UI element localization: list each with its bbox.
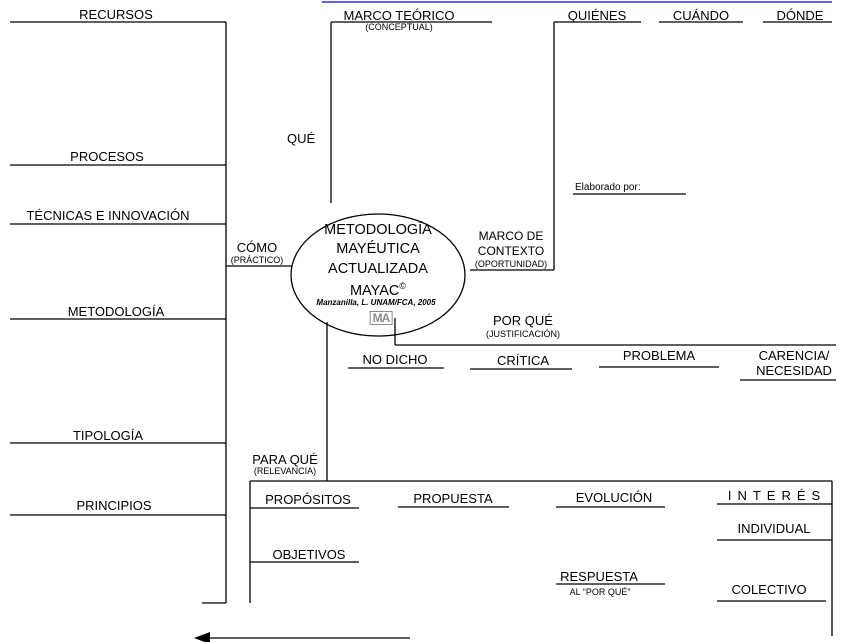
label-problema: PROBLEMA — [622, 348, 696, 363]
copyright-mark: © — [399, 281, 407, 291]
label-evolucion: EVOLUCIÓN — [575, 490, 653, 505]
center-mayac: MAYAC — [349, 282, 400, 299]
center-author: Manzanilla, L. UNAM/FCA, 2005 — [316, 298, 436, 307]
label-marco-teorico-sub: (CONCEPTUAL) — [365, 22, 433, 32]
label-tecnicas: TÉCNICAS E INNOVACIÓN — [26, 208, 190, 223]
label-propuesta: PROPUESTA — [413, 491, 493, 506]
label-porque: POR QUÉ — [493, 313, 553, 328]
label-recursos: RECURSOS — [79, 7, 153, 22]
bottom-arrow-head — [194, 632, 210, 642]
label-paraque: PARA QUÉ — [252, 452, 318, 467]
label-carencia-2: NECESIDAD — [756, 363, 832, 378]
center-ellipse — [290, 213, 466, 337]
label-respuesta-sub: AL “POR QUÉ” — [569, 587, 631, 597]
label-critica: CRÍTICA — [497, 353, 549, 368]
label-metodologia: METODOLOGÍA — [67, 304, 165, 319]
label-interes: INTERÉS — [727, 488, 827, 503]
label-respuesta: RESPUESTA — [560, 569, 638, 584]
label-porque-sub: (JUSTIFICACIÓN) — [486, 329, 560, 339]
label-marco-teorico: MARCO TEÓRICO — [343, 8, 455, 23]
label-marco-contexto-1: MARCO DE — [478, 229, 544, 243]
label-como: CÓMO — [236, 240, 278, 255]
label-como-sub: (PRÁCTICO) — [230, 255, 284, 265]
label-paraque-sub: (RELEVANCIA) — [253, 466, 317, 476]
center-title-line3: ACTUALIZADA — [328, 261, 428, 277]
center-title-line4: MAYAC© — [350, 281, 406, 299]
label-marco-contexto-sub: (OPORTUNIDAD) — [474, 259, 548, 269]
label-carencia-1: CARENCIA/ — [758, 348, 830, 363]
label-marco-contexto-2: CONTEXTO — [477, 244, 545, 258]
label-donde: DÓNDE — [776, 8, 824, 23]
label-no-dicho: NO DICHO — [362, 352, 428, 367]
label-colectivo: COLECTIVO — [731, 582, 807, 597]
label-cuando: CUÁNDO — [672, 8, 730, 23]
label-individual: INDIVIDUAL — [737, 521, 811, 536]
label-principios: PRINCIPIOS — [76, 498, 152, 513]
center-title-line2: MAYÉUTICA — [336, 241, 420, 257]
label-objetivos: OBJETIVOS — [272, 547, 346, 562]
label-procesos: PROCESOS — [70, 149, 144, 164]
label-elaborado: Elaborado por: — [575, 182, 641, 193]
center-logo: MA — [369, 311, 393, 325]
label-que: QUÉ — [287, 131, 316, 146]
label-tipologia: TIPOLOGÍA — [72, 428, 144, 443]
label-quienes: QUIÉNES — [567, 8, 627, 23]
center-title-line1: METODOLOGÍA — [324, 222, 432, 238]
label-propositos: PROPÓSITOS — [265, 492, 351, 507]
